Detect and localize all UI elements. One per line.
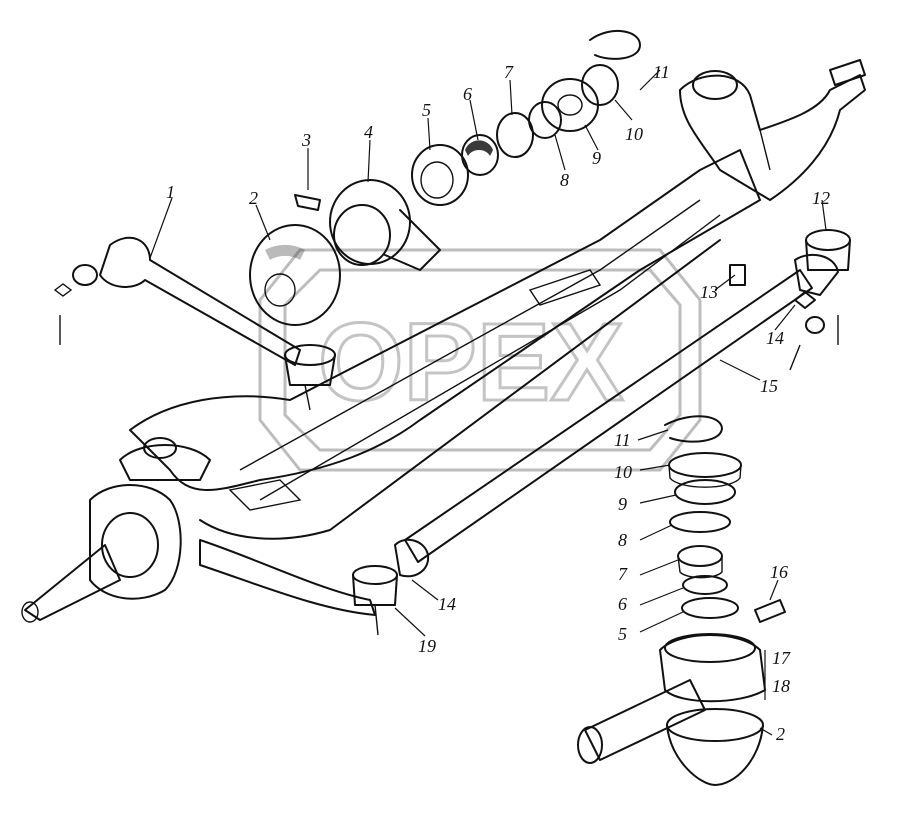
callout-10: 10 — [625, 124, 643, 144]
callout-8: 8 — [560, 170, 569, 190]
callout-9-lower: 9 — [618, 494, 627, 514]
steering-arm — [199, 539, 376, 616]
callout-9: 9 — [592, 148, 601, 168]
callout-17: 17 — [772, 648, 791, 668]
bolt-13 — [729, 264, 746, 286]
callout-18: 18 — [772, 676, 790, 696]
leader-lines — [149, 69, 827, 736]
callout-4: 4 — [364, 122, 373, 142]
callout-8-lower: 8 — [618, 530, 627, 550]
ball-pin-7-lower — [677, 545, 723, 579]
callout-labels: 1 2 3 4 5 6 7 8 9 10 11 12 13 14 15 11 1… — [166, 62, 830, 744]
callout-7: 7 — [504, 62, 514, 82]
callout-3: 3 — [301, 130, 311, 150]
liner-9 — [541, 78, 599, 132]
boot-lower-left — [284, 344, 336, 411]
dust-cover-2-lower — [666, 708, 764, 786]
tie-rod-end-12 — [805, 229, 851, 271]
left-steering-knuckle — [21, 437, 211, 623]
socket-4 — [329, 179, 441, 271]
callout-2-lower: 2 — [776, 724, 785, 744]
callout-11: 11 — [653, 62, 670, 82]
callout-10-lower: 10 — [614, 462, 632, 482]
callout-5-lower: 5 — [618, 624, 627, 644]
spring-6 — [461, 134, 499, 176]
watermark-text: OPEX — [318, 301, 624, 424]
callout-2: 2 — [249, 188, 258, 208]
tie-rod-end-19 — [352, 565, 398, 636]
drag-link — [53, 236, 301, 366]
callout-5: 5 — [422, 100, 431, 120]
tie-rod — [394, 253, 839, 578]
retainer-ring-11 — [589, 29, 641, 60]
callout-6-lower: 6 — [618, 594, 627, 614]
callout-6: 6 — [463, 84, 472, 104]
washer-8-lower — [669, 511, 731, 533]
right-steering-knuckle — [679, 59, 866, 201]
callout-19: 19 — [418, 636, 436, 656]
callout-14: 14 — [766, 328, 784, 348]
callout-1: 1 — [166, 182, 175, 202]
spring-seat-5-lower — [681, 597, 739, 619]
clamp-14 — [789, 291, 839, 371]
callout-13: 13 — [700, 282, 718, 302]
plug-10 — [581, 64, 619, 106]
plug-10-lower — [668, 452, 742, 488]
callout-7-lower: 7 — [618, 564, 628, 584]
liner-9-lower — [674, 479, 736, 505]
callout-14-lower: 14 — [438, 594, 456, 614]
callout-15: 15 — [760, 376, 778, 396]
watermark: OPEX — [258, 248, 702, 472]
retainer-ring-11-lower — [664, 415, 723, 443]
ball-pin-7 — [496, 112, 534, 158]
callout-12: 12 — [812, 188, 830, 208]
callout-16: 16 — [770, 562, 788, 582]
grease-fitting-3 — [294, 194, 321, 211]
front-axle-beam — [129, 149, 761, 540]
grease-fitting-16 — [754, 599, 786, 623]
callout-11-lower: 11 — [614, 430, 631, 450]
spring-6-lower — [682, 575, 728, 595]
dust-cover-2 — [249, 224, 341, 326]
washer-8 — [528, 101, 562, 139]
spring-seat-5 — [411, 144, 469, 206]
